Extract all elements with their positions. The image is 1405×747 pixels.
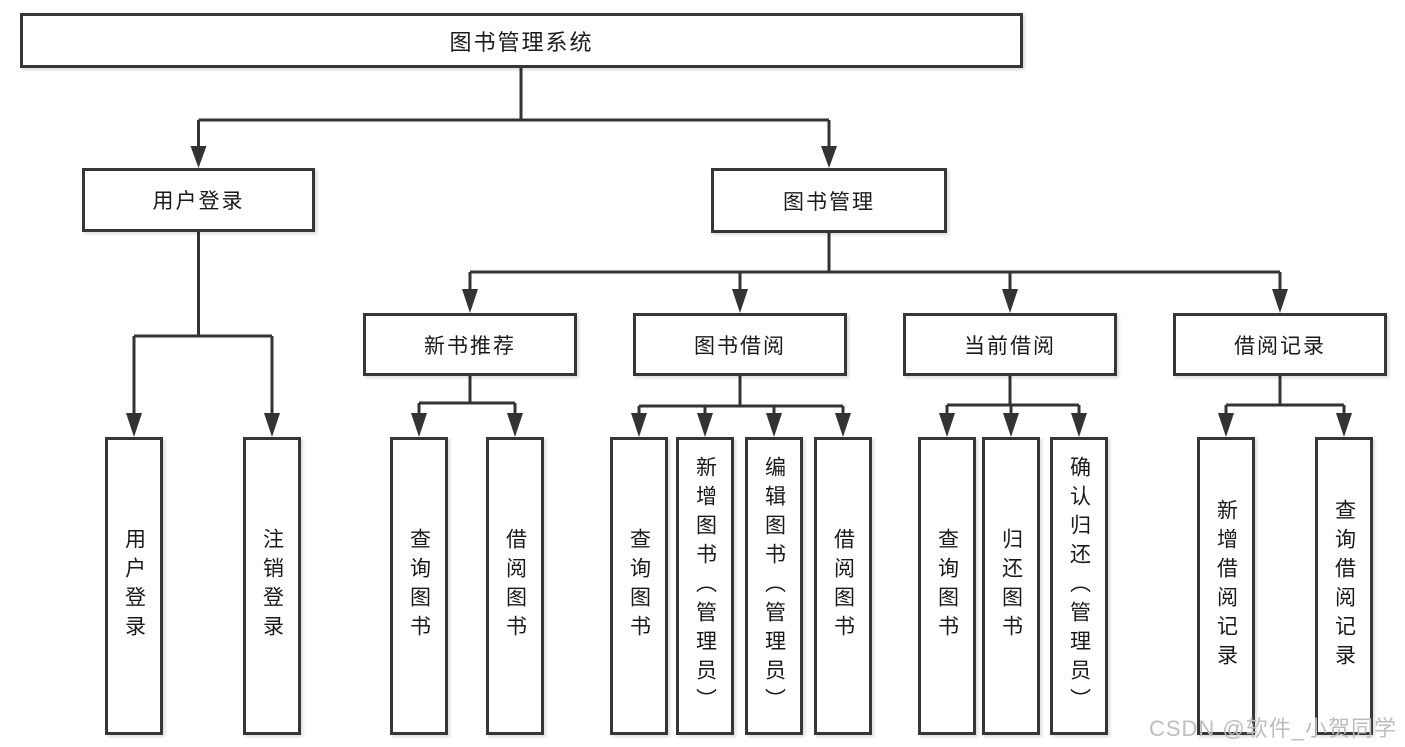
edge-borrow-to-leaves (637, 376, 845, 416)
arrowhead-icon (766, 413, 782, 437)
leaf-search-books-current: 查询图书 (918, 437, 976, 735)
node-book-borrowing: 图书借阅 (633, 313, 847, 376)
arrowhead-icon (462, 289, 478, 313)
leaf-search-books-current-label: 查询图书 (935, 528, 959, 644)
arrowhead-icon (264, 413, 280, 437)
leaf-return-books: 归还图书 (982, 437, 1040, 735)
leaf-search-books-newbook-label: 查询图书 (407, 528, 431, 644)
arrowhead-icon (631, 413, 647, 437)
arrowhead-icon (1002, 289, 1018, 313)
node-user-login: 用户登录 (82, 168, 315, 232)
leaf-add-books-admin: 新增图书（管理员） (676, 437, 734, 735)
leaf-add-borrow-record: 新增借阅记录 (1197, 437, 1255, 735)
edge-newbook-to-leaves (417, 376, 517, 416)
arrowhead-icon (190, 146, 207, 168)
arrowhead-icon (411, 413, 427, 437)
node-borrowing-records: 借阅记录 (1173, 313, 1387, 376)
leaf-borrow-books-borrowing-label: 借阅图书 (831, 528, 855, 644)
arrowhead-icon (507, 413, 523, 437)
node-user-login-label: 用户登录 (152, 190, 245, 213)
node-library-management-system: 图书管理系统 (20, 13, 1023, 68)
leaf-logout-label: 注销登录 (260, 528, 284, 644)
node-library-management-system-label: 图书管理系统 (449, 29, 594, 55)
edge-bookmgmt-to-level2 (468, 233, 1282, 292)
leaf-return-books-label: 归还图书 (999, 528, 1023, 644)
node-book-borrowing-label: 图书借阅 (694, 334, 786, 358)
arrowhead-icon (939, 413, 955, 437)
arrowhead-icon (732, 289, 748, 313)
node-current-borrowing-label: 当前借阅 (964, 334, 1056, 358)
node-new-book-recommendation-label: 新书推荐 (424, 334, 516, 358)
leaf-borrow-books-borrowing: 借阅图书 (814, 437, 872, 735)
leaf-user-login-label: 用户登录 (122, 528, 146, 644)
leaf-search-borrow-record-label: 查询借阅记录 (1332, 499, 1356, 673)
node-borrowing-records-label: 借阅记录 (1234, 334, 1326, 358)
leaf-search-books-borrowing-label: 查询图书 (627, 528, 651, 644)
node-book-management-label: 图书管理 (783, 190, 875, 214)
node-book-management: 图书管理 (711, 168, 947, 233)
arrowhead-icon (1272, 289, 1288, 313)
csdn-watermark: CSDN @软件_小贺同学 (1148, 716, 1397, 741)
arrowhead-icon (1071, 413, 1087, 437)
leaf-confirm-return-admin-label: 确认归还（管理员） (1067, 455, 1091, 717)
edge-userlogin-to-leaves (132, 232, 274, 416)
leaf-borrow-books-newbook: 借阅图书 (486, 437, 544, 735)
node-current-borrowing: 当前借阅 (903, 313, 1117, 376)
edge-records-to-leaves (1224, 376, 1346, 416)
leaf-user-login: 用户登录 (105, 437, 163, 735)
leaf-search-books-newbook: 查询图书 (390, 437, 448, 735)
leaf-add-borrow-record-label: 新增借阅记录 (1214, 499, 1238, 673)
arrowhead-icon (835, 413, 851, 437)
leaf-add-books-admin-label: 新增图书（管理员） (693, 455, 717, 717)
arrowhead-icon (697, 413, 713, 437)
arrowhead-icon (1003, 413, 1019, 437)
leaf-confirm-return-admin: 确认归还（管理员） (1050, 437, 1108, 735)
leaf-search-borrow-record: 查询借阅记录 (1315, 437, 1373, 735)
arrowhead-icon (821, 146, 837, 168)
leaf-logout: 注销登录 (243, 437, 301, 735)
edge-root-to-level1 (197, 68, 831, 148)
leaf-edit-books-admin-label: 编辑图书（管理员） (762, 455, 786, 717)
edge-current-to-leaves (945, 376, 1081, 416)
leaf-edit-books-admin: 编辑图书（管理员） (745, 437, 803, 735)
arrowhead-icon (1336, 413, 1352, 437)
arrowhead-icon (1218, 413, 1234, 437)
leaf-borrow-books-newbook-label: 借阅图书 (503, 528, 527, 644)
node-new-book-recommendation: 新书推荐 (363, 313, 577, 376)
leaf-search-books-borrowing: 查询图书 (610, 437, 668, 735)
arrowhead-icon (126, 413, 142, 437)
